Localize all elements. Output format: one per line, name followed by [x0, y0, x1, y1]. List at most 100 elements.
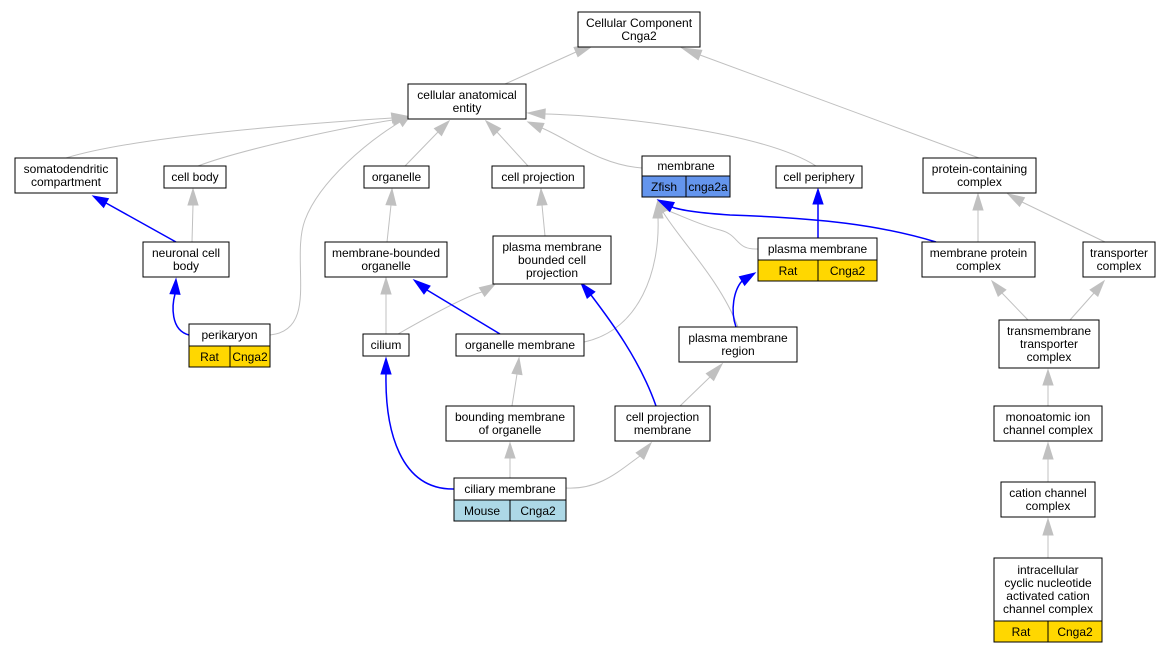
- node-cellbody[interactable]: cell body: [163, 165, 227, 189]
- edge-line: [197, 119, 394, 167]
- edge-ccc-to-mic: [1042, 441, 1054, 482]
- edge-arrowhead: [433, 119, 451, 137]
- annotation-species-label: Rat: [1012, 625, 1031, 639]
- edge-mpc-to-pcc: [972, 192, 984, 242]
- annotation-gene-label: Cnga2: [1057, 625, 1093, 639]
- edge-cae-to-root: [504, 43, 596, 85]
- edge-arrowhead: [812, 187, 824, 205]
- node-label: region: [721, 344, 754, 358]
- edge-arrowhead: [680, 47, 703, 61]
- edge-arrowhead: [1042, 441, 1054, 460]
- edge-line: [386, 204, 392, 243]
- annotation-species-label: Rat: [779, 264, 798, 278]
- edge-icnac-to-ccc: [1042, 517, 1054, 558]
- edge-mpc-to-membrane: [656, 199, 937, 243]
- edge-line: [191, 204, 194, 243]
- edge-membrane-to-cae: [526, 121, 643, 169]
- edge-line: [565, 455, 641, 489]
- edge-cellbody-to-cae: [197, 114, 409, 167]
- node-box: [922, 157, 1037, 194]
- node-organelle[interactable]: organelle: [363, 165, 430, 189]
- node-cellperiph[interactable]: cell periphery: [775, 165, 863, 189]
- node-label: activated cation: [1006, 589, 1089, 603]
- node-label: monoatomic ion: [1006, 410, 1091, 424]
- edge-arrowhead: [511, 356, 523, 376]
- node-label: complex: [1026, 499, 1071, 513]
- node-cellproj[interactable]: cell projection: [491, 165, 585, 189]
- node-label: channel complex: [1003, 602, 1093, 616]
- edge-arrowhead: [169, 277, 181, 295]
- edge-orgmem-to-mbo: [412, 278, 501, 335]
- edge-line: [1001, 292, 1029, 321]
- node-box: [993, 557, 1103, 622]
- annotation-gene-label: cnga2a: [688, 180, 728, 194]
- annotation-gene-cell: [509, 499, 567, 522]
- edges-layer: [65, 43, 1106, 558]
- node-label: cell projection: [626, 410, 699, 424]
- edge-arrowhead: [972, 192, 984, 211]
- annotation-species-label: Zfish: [651, 180, 677, 194]
- edge-line: [699, 54, 980, 159]
- edge-arrowhead: [652, 198, 664, 219]
- node-label: projection: [526, 266, 578, 280]
- edge-neuronal-to-soma: [91, 195, 177, 243]
- edge-arrowhead: [91, 195, 110, 209]
- edge-arrowhead: [380, 276, 392, 295]
- edge-line: [1069, 292, 1095, 321]
- edge-perikaryon-to-cae: [269, 115, 412, 336]
- edge-pm-to-cellperiph: [812, 187, 824, 238]
- edge-ciliary-to-cpm: [565, 441, 653, 489]
- node-label: membrane protein: [930, 246, 1027, 260]
- node-orgmem[interactable]: organelle membrane: [455, 333, 585, 357]
- node-cilium[interactable]: cilium: [362, 333, 410, 357]
- edge-pmbcp-to-cellproj: [536, 187, 548, 237]
- node-label: organelle membrane: [465, 338, 575, 352]
- annotation-gene-label: Cnga2: [232, 350, 268, 364]
- edge-line: [590, 294, 657, 407]
- edge-line: [665, 209, 759, 250]
- node-box: [775, 165, 863, 189]
- edge-line: [496, 131, 529, 167]
- annotation-species-label: Rat: [200, 350, 219, 364]
- node-label: plasma membrane: [688, 331, 788, 345]
- node-label: bounding membrane: [455, 410, 565, 424]
- node-label: Cellular Component: [586, 16, 693, 30]
- edge-arrowhead: [484, 119, 502, 137]
- node-label: membrane: [634, 423, 692, 437]
- edge-organelle-to-cae: [404, 119, 451, 167]
- node-label: body: [173, 259, 199, 273]
- annotation-gene-label: Cnga2: [520, 504, 556, 518]
- node-box: [14, 157, 118, 194]
- node-label: complex: [1027, 350, 1072, 364]
- node-label: somatodendritic: [24, 162, 109, 176]
- node-label: cellular anatomical: [417, 88, 516, 102]
- edge-line: [541, 204, 546, 237]
- edge-cilium-to-pmbcp: [397, 283, 497, 335]
- edge-cellperiph-to-cae: [526, 108, 817, 167]
- edge-cpm-to-pmbcp: [579, 281, 657, 407]
- edge-transporter-to-pcc: [1006, 193, 1106, 243]
- annotation-gene-cell: [685, 175, 731, 198]
- edge-line: [426, 289, 501, 335]
